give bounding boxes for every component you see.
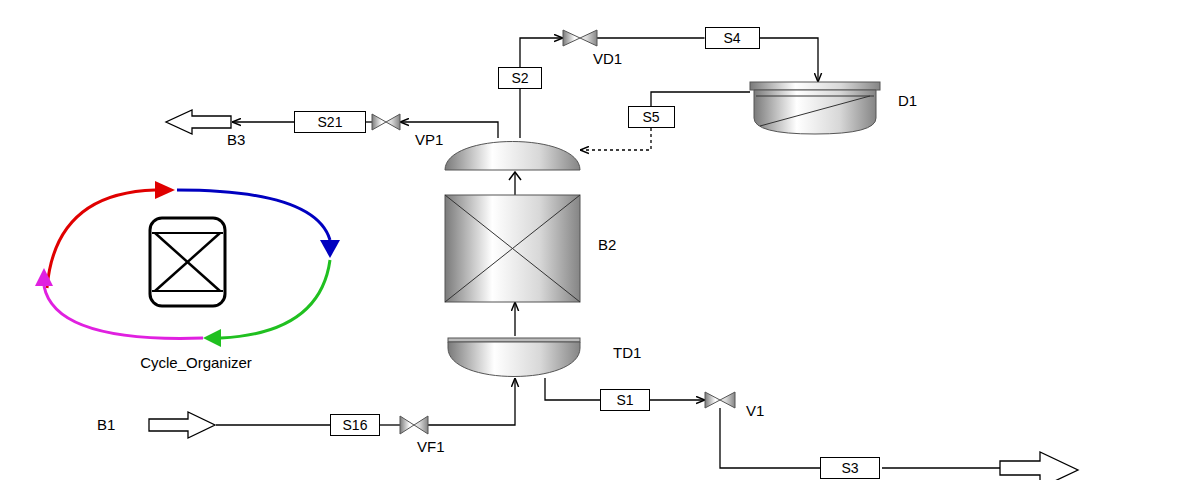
stream-line	[232, 121, 294, 122]
valve-symbol: VP1	[372, 114, 400, 130]
unit-name: VP1	[414, 131, 444, 148]
flash-drum-graphic	[750, 82, 880, 136]
unit-name: B2	[597, 236, 617, 253]
stream-line	[650, 399, 705, 400]
stream-label-box: S2	[498, 67, 542, 89]
cycle-organizer-icon: Cycle_Organizer	[25, 178, 365, 378]
valve-symbol: VF1	[400, 416, 428, 434]
stream-label-box: S3	[820, 457, 880, 479]
stream-line	[520, 38, 563, 67]
valve-symbol-graphic	[563, 30, 597, 46]
stream-line	[720, 408, 820, 468]
unit-name: VD1	[592, 50, 623, 67]
unit-name: B3	[226, 131, 246, 148]
unit-name: V1	[745, 402, 765, 419]
stream-line	[428, 378, 515, 425]
valve-symbol-graphic	[372, 114, 400, 130]
valve-symbol-graphic	[400, 416, 428, 434]
product-block-graphic	[165, 109, 232, 135]
tank-dome-graphic	[448, 336, 580, 378]
stream-name: S2	[511, 68, 528, 88]
valve-symbol: V1	[705, 392, 735, 408]
stream-line	[760, 38, 819, 82]
unit-name: VF1	[416, 438, 446, 455]
unit-name: Cycle_Organizer	[25, 354, 367, 371]
stream-line	[366, 121, 372, 122]
stream-line	[597, 37, 705, 38]
stream-line	[651, 92, 750, 106]
stream-label-box: S16	[330, 414, 380, 436]
unit-name: TD1	[612, 344, 642, 361]
stream-label-box: S1	[600, 389, 650, 411]
tank-dome: TD1	[448, 336, 580, 378]
stream-name: S4	[723, 28, 740, 48]
adsorption-column-graphic	[445, 138, 580, 302]
stream-name: S1	[616, 390, 633, 410]
product-block: B3	[165, 109, 232, 135]
stream-name: S3	[841, 458, 858, 478]
product-block-arrow	[1000, 452, 1078, 480]
outlet-line	[882, 467, 1000, 468]
valve-symbol-graphic	[705, 392, 735, 408]
stream-name: S16	[343, 415, 368, 435]
stream-line	[545, 378, 600, 400]
stream-name: S21	[318, 112, 343, 132]
stream-label-box: S21	[294, 111, 366, 133]
stream-line	[514, 302, 515, 336]
flash-drum: D1	[750, 82, 880, 136]
stream-line	[519, 89, 520, 138]
unit-name: B1	[96, 416, 116, 433]
stream-label-box: S4	[705, 27, 760, 49]
cycle-organizer-icon-graphic	[25, 178, 365, 378]
adsorption-column: B2	[445, 138, 580, 302]
stream-label-box: S5	[628, 106, 675, 128]
feed-block-graphic	[148, 411, 216, 439]
stream-line	[580, 128, 651, 150]
valve-symbol: VD1	[563, 30, 597, 46]
stream-line	[380, 424, 400, 425]
feed-block: B1	[148, 411, 216, 439]
unit-name: D1	[897, 92, 918, 109]
stream-line	[216, 424, 330, 425]
stream-name: S5	[642, 107, 659, 127]
